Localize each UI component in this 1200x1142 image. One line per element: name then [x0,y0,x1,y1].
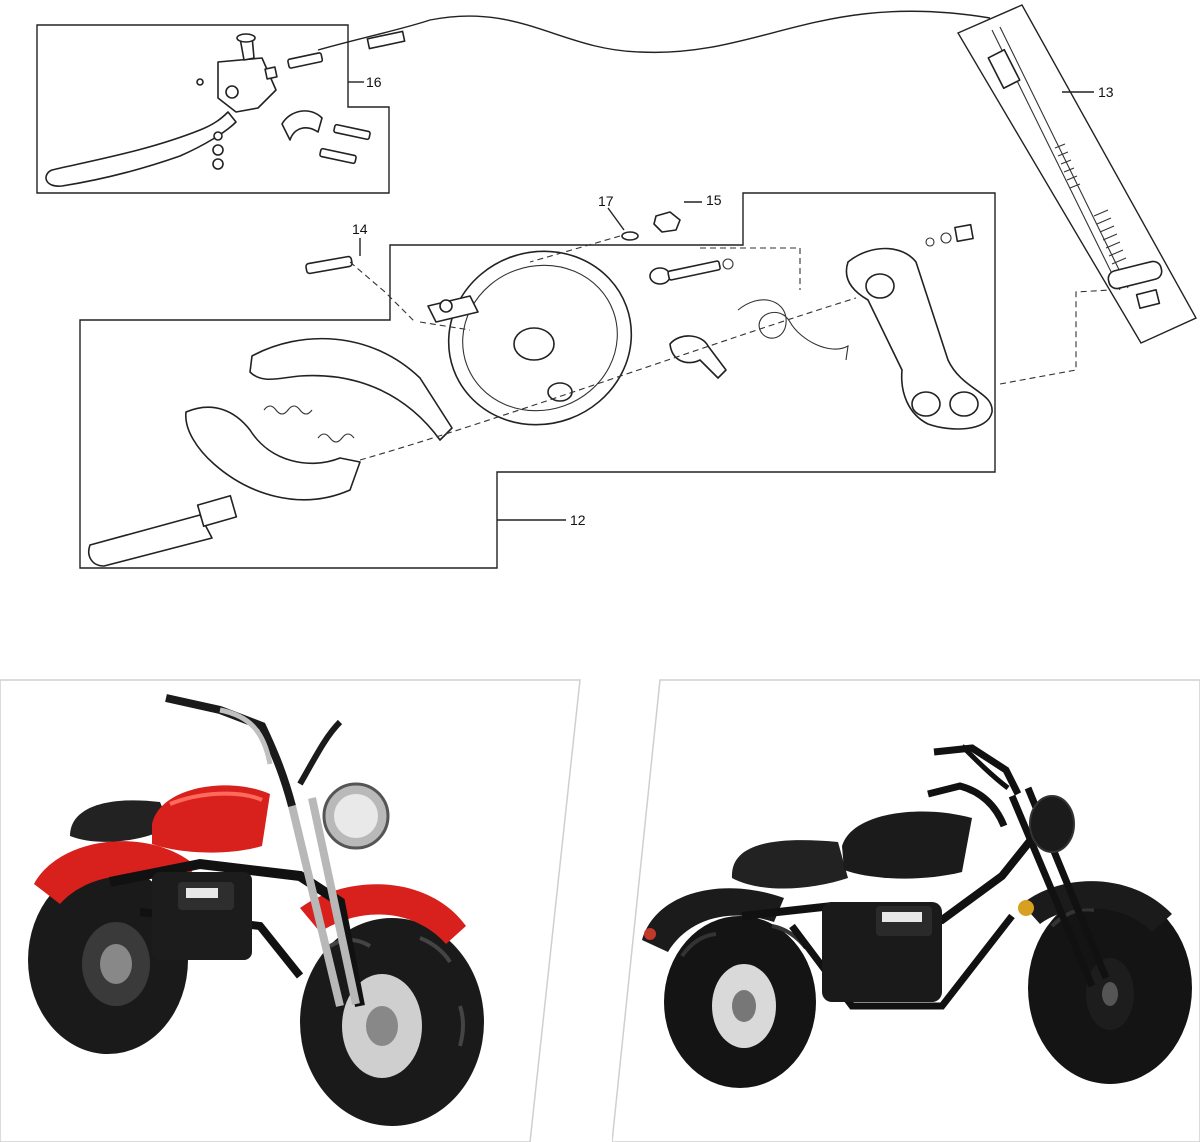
cam-bolt-icon [649,258,734,285]
assembly-guide-line [359,297,857,461]
brake-arm-icon [845,223,993,430]
lever-assembly-box [36,24,390,194]
assembly-guide-line [999,289,1111,385]
callout-13: 13 [1098,84,1114,100]
assembly-guide-line [529,235,621,263]
assembly-guide-line [419,321,471,331]
cable-adjuster-icon [987,26,1163,310]
brake-shoe-upper-icon [249,337,453,441]
wear-indicator-icon [669,335,727,379]
shoe-spring-icon [263,405,313,415]
red-minibike-photo [0,676,585,1142]
assembly-guide-line [700,247,801,290]
brake-exploded-diagram: 13 16 14 17 15 [36,4,1197,569]
cable-end-fitting [366,30,406,50]
brake-cable-icon [317,10,991,54]
callout-leader-17 [607,207,625,231]
black-minibike-photo [612,676,1200,1142]
brake-cam-shaft-icon [88,494,238,567]
brake-lever-assembly-icon [45,33,371,187]
brake-shoe-lower-icon [185,406,361,501]
callout-16: 16 [366,74,382,90]
callout-15: 15 [706,192,722,208]
adjuster-bolt-icon [305,255,416,323]
cable-box [956,4,1197,344]
shoe-spring-icon [317,433,355,443]
callout-17: 17 [598,193,614,209]
drum-brake-box [79,192,996,569]
brake-backing-plate-icon [427,250,633,426]
red-minibike-image [0,679,581,1142]
callout-12: 12 [570,512,586,528]
return-spring-icon [737,299,849,361]
black-minibike-image [612,679,1200,1142]
washer-icon [621,231,639,241]
nut-icon [653,211,681,233]
callout-14: 14 [352,221,368,237]
